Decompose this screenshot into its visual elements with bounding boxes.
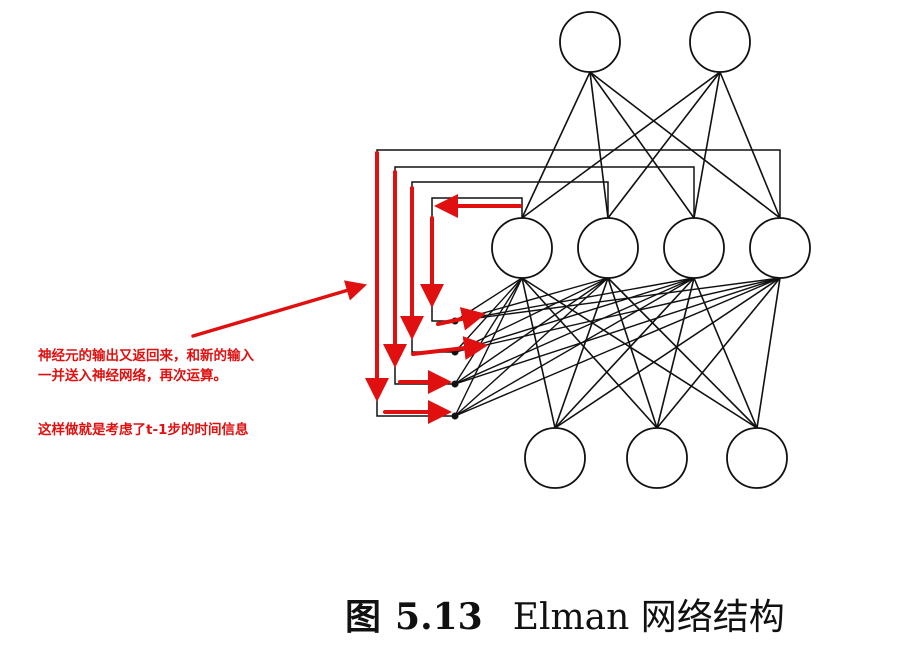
hidden-neuron: [749, 217, 811, 279]
hidden-neuron: [663, 217, 725, 279]
hidden-neuron: [491, 217, 553, 279]
connection-line: [589, 71, 781, 219]
connection-line: [554, 277, 781, 429]
figure-number: 5.13: [395, 596, 483, 638]
connection-line: [607, 277, 658, 429]
output-neuron: [559, 11, 621, 73]
red-right-arrow: [411, 336, 488, 360]
pointer-arrow: [191, 280, 368, 338]
connection-line: [454, 277, 781, 353]
context-unit-dot: [451, 380, 459, 388]
connection-line: [656, 277, 781, 429]
connection-line: [454, 277, 695, 322]
input-neuron: [524, 427, 586, 489]
connection-line: [454, 277, 695, 417]
connection-line: [756, 277, 781, 429]
hidden-neuron: [577, 217, 639, 279]
red-right-arrow: [436, 307, 486, 331]
connection-line: [454, 277, 523, 417]
connection-line: [521, 71, 591, 219]
connection-line: [454, 277, 609, 417]
connection-line: [454, 277, 695, 385]
connection-line: [454, 277, 609, 385]
context-units: [451, 317, 459, 420]
context-unit-dot: [451, 412, 459, 420]
connection-line: [589, 71, 695, 219]
connection-lines: [454, 71, 781, 429]
connection-line: [589, 71, 609, 219]
output-neuron: [689, 11, 751, 73]
input-neuron: [626, 427, 688, 489]
connection-line: [554, 277, 609, 429]
connection-line: [693, 71, 721, 219]
connection-line: [454, 277, 781, 322]
annotation-line-1: 神经元的输出又返回来，和新的输入: [38, 348, 254, 364]
connection-line: [521, 277, 658, 429]
connection-line: [454, 277, 781, 417]
figure-label: 图: [345, 597, 382, 638]
figure-title: Elman 网络结构: [512, 597, 785, 638]
connection-line: [521, 277, 556, 429]
annotation-line-3: 这样做就是考虑了t-1步的时间信息: [38, 422, 249, 438]
connection-line: [521, 71, 721, 219]
figure-caption: 图 5.13 Elman 网络结构: [345, 588, 785, 640]
annotation-line-2: 一并送入神经网络，再次运算。: [38, 368, 227, 384]
feedback-loop-line: [376, 149, 781, 417]
feedback-loops: [376, 149, 781, 417]
red-annotation-arrows: [191, 151, 522, 424]
connection-line: [454, 277, 695, 353]
input-neuron: [726, 427, 788, 489]
connection-line: [656, 277, 695, 429]
connection-line: [607, 71, 721, 219]
connection-line: [719, 71, 781, 219]
connection-line: [521, 277, 758, 429]
neuron-nodes: [491, 11, 811, 489]
connection-line: [607, 277, 758, 429]
connection-line: [454, 277, 523, 385]
